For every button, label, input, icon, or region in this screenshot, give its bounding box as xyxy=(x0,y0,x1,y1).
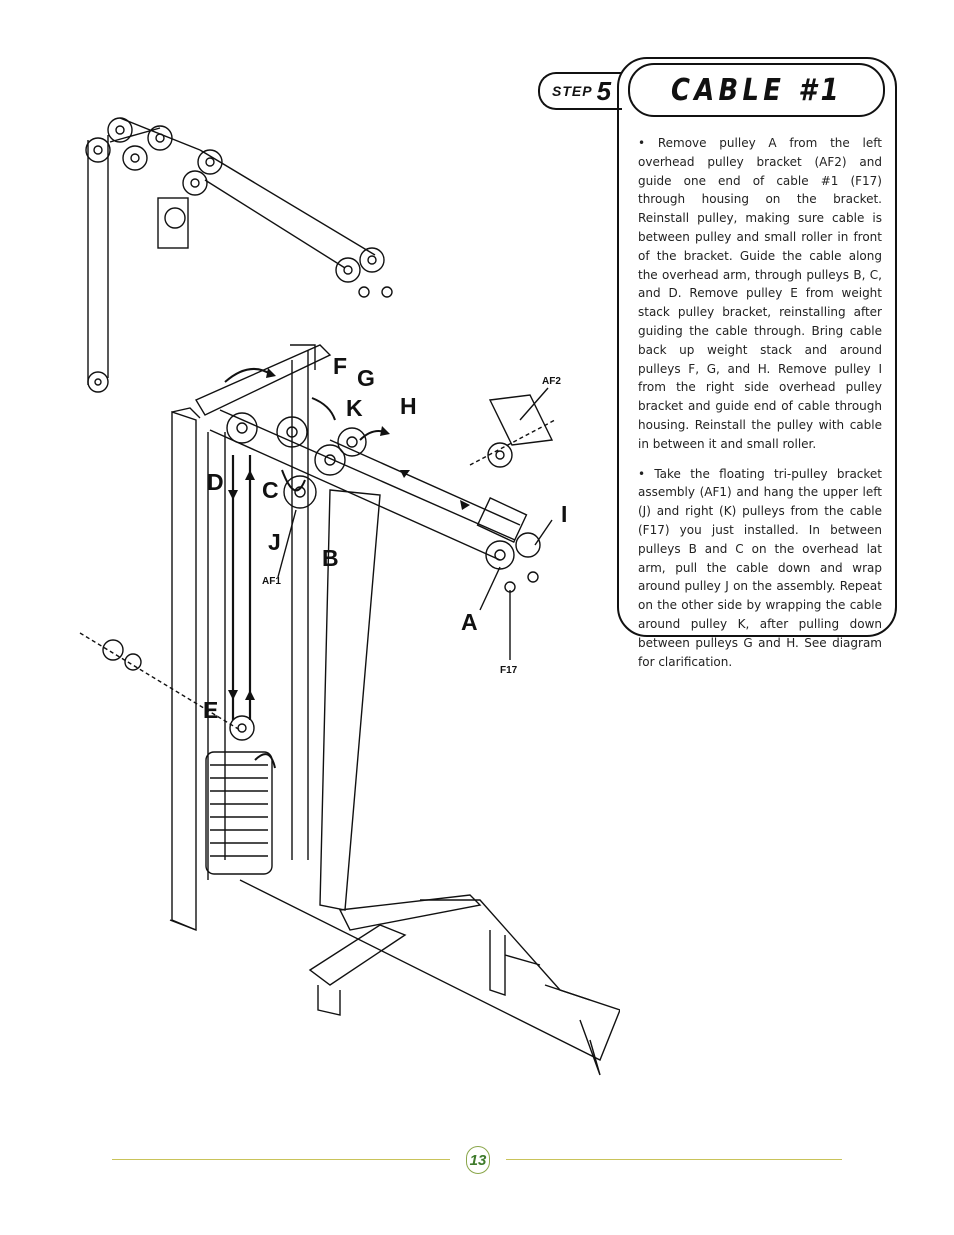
label-G: G xyxy=(357,365,375,391)
label-F: F xyxy=(333,353,347,379)
label-A: A xyxy=(461,609,478,635)
step-word: STEP xyxy=(552,83,593,99)
instruction-paragraph-1: • Remove pulley A from the left overhead… xyxy=(638,136,882,451)
label-J: J xyxy=(268,529,281,555)
instructions-panel xyxy=(617,57,897,637)
machine-frame xyxy=(79,344,620,1076)
label-I: I xyxy=(561,501,567,527)
label-F17: F17 xyxy=(500,665,518,676)
page-number: 13 xyxy=(466,1146,490,1174)
page-title: CABLE #1 xyxy=(670,72,843,108)
footer-rule-left xyxy=(112,1159,450,1160)
label-H: H xyxy=(400,393,417,419)
label-B: B xyxy=(322,545,339,571)
footer-rule-right xyxy=(506,1159,842,1160)
title-box: CABLE #1 xyxy=(628,63,885,117)
label-K: K xyxy=(346,395,363,421)
instructions-text: • Remove pulley A from the left overhead… xyxy=(638,134,882,682)
step-number: 5 xyxy=(596,75,612,106)
label-AF2: AF2 xyxy=(542,376,561,387)
cable-routing-diagram: F G K H D C J B I A E AF1 AF2 F17 xyxy=(79,117,620,1076)
step-tab: STEP 5 xyxy=(538,72,622,110)
instruction-paragraph-2: • Take the floating tri-pulley bracket a… xyxy=(638,466,882,669)
label-E: E xyxy=(203,697,218,723)
label-AF1: AF1 xyxy=(262,576,281,587)
label-C: C xyxy=(262,477,279,503)
label-D: D xyxy=(207,469,224,495)
routing-schematic xyxy=(85,117,393,393)
